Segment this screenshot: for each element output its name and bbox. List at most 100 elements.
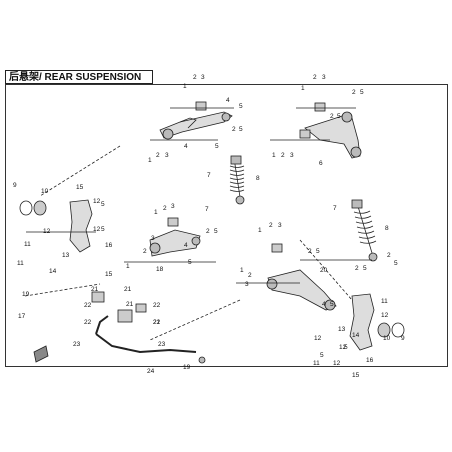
part-callout: 7	[207, 172, 211, 179]
part-callout: 3	[151, 235, 155, 242]
part-callout: 5	[101, 201, 105, 208]
part-callout: 3	[201, 74, 205, 81]
part-callout: 5	[344, 344, 348, 351]
part-callout: 12	[43, 228, 51, 235]
part-callout: 3	[290, 152, 294, 159]
part-callout: 9	[401, 335, 405, 342]
part-callout: 10	[383, 335, 391, 342]
lower-left-control-arm	[149, 217, 201, 257]
part-callout: 12	[333, 360, 341, 367]
part-callout: 8	[385, 225, 389, 232]
part-callout: 14	[352, 332, 360, 339]
shock-absorber-right	[351, 199, 378, 262]
part-callout: 5	[316, 248, 320, 255]
bolt-series	[124, 107, 372, 284]
part-callout: 2	[269, 222, 273, 229]
part-callout: 2	[232, 126, 236, 133]
part-callout: 16	[105, 242, 113, 249]
left-knuckle	[19, 199, 96, 253]
leader-lines	[24, 145, 353, 341]
part-callout: 2	[281, 152, 285, 159]
part-callout: 19	[183, 364, 191, 371]
part-callout: 3	[171, 203, 175, 210]
part-callout: 21	[126, 301, 134, 308]
part-callout: 2	[163, 205, 167, 212]
part-callout: 1	[301, 85, 305, 92]
part-callout: 2	[330, 113, 334, 120]
part-callout: 24	[147, 368, 155, 375]
part-callout: 14	[49, 268, 57, 275]
part-callout: 2	[387, 252, 391, 259]
part-callout: 3	[278, 222, 282, 229]
part-callout: 5	[214, 228, 218, 235]
part-callout: 2	[308, 248, 312, 255]
part-callout: 7	[333, 205, 337, 212]
part-callout: 5	[239, 126, 243, 133]
part-callout: 3	[245, 281, 249, 288]
stabilizer-bar	[91, 291, 206, 364]
lower-right-control-arm	[266, 243, 337, 311]
part-callout: 4	[184, 143, 188, 150]
part-callout: 11	[313, 360, 320, 367]
part-callout: 9	[13, 182, 17, 189]
part-callout: 22	[84, 302, 92, 309]
part-callout: 1	[154, 209, 158, 216]
part-callout: 18	[156, 266, 164, 273]
part-callout: 7	[205, 206, 209, 213]
part-callout: 1	[240, 267, 244, 274]
logo-badge	[33, 345, 49, 363]
part-callout: 5	[188, 259, 192, 266]
part-callout: 11	[24, 241, 31, 248]
part-callout: 3	[322, 74, 326, 81]
part-callout: 5	[101, 226, 105, 233]
part-callout: 21	[91, 286, 99, 293]
part-callout: 12	[93, 198, 101, 205]
part-callout: 5	[330, 301, 334, 308]
part-callout: 21	[124, 286, 132, 293]
part-callout: 5	[215, 143, 219, 150]
part-callout: 10	[41, 188, 49, 195]
part-callout: 15	[76, 184, 84, 191]
part-callout: 8	[256, 175, 260, 182]
part-callout: 12	[339, 344, 347, 351]
part-callout: 12	[314, 335, 322, 342]
shock-absorber-left	[229, 155, 245, 205]
part-callout: 3	[165, 152, 169, 159]
part-callout: 11	[17, 260, 24, 267]
part-callout: 12	[93, 226, 101, 233]
part-callout: 2	[156, 152, 160, 159]
part-callout: 2	[193, 74, 197, 81]
part-callout: 13	[62, 252, 70, 259]
part-callout: 5	[394, 260, 398, 267]
part-callout: 19	[22, 291, 30, 298]
part-callout: 5	[239, 103, 243, 110]
part-callout: 23	[158, 341, 166, 348]
part-callout: 2	[143, 248, 147, 255]
part-callout: 13	[338, 326, 346, 333]
diagram-title: 后悬架/ REAR SUSPENSION	[5, 70, 153, 84]
part-callout: 4	[322, 301, 326, 308]
part-callout: 5	[337, 113, 341, 120]
part-callout: 5	[320, 352, 324, 359]
part-callout: 1	[148, 157, 152, 164]
part-callout: 4	[226, 97, 230, 104]
part-callout: 4	[184, 242, 188, 249]
part-callout: 5	[360, 89, 364, 96]
part-callout: 1	[126, 263, 130, 270]
upper-right-control-arm	[299, 102, 362, 159]
part-callout: 1	[272, 152, 276, 159]
part-callout: 11	[381, 298, 388, 305]
part-callout: 2	[352, 89, 356, 96]
part-callout: 20	[320, 267, 328, 274]
part-callout: 2	[248, 272, 252, 279]
part-callout: 23	[73, 341, 81, 348]
part-callout: 17	[18, 313, 26, 320]
part-callout: 2	[206, 228, 210, 235]
part-callout: 22	[153, 302, 161, 309]
part-callout: 6	[319, 160, 323, 167]
part-callout: 21	[153, 319, 161, 326]
right-knuckle	[349, 293, 405, 351]
part-callout: 22	[84, 319, 92, 326]
upper-left-control-arm	[159, 101, 233, 140]
